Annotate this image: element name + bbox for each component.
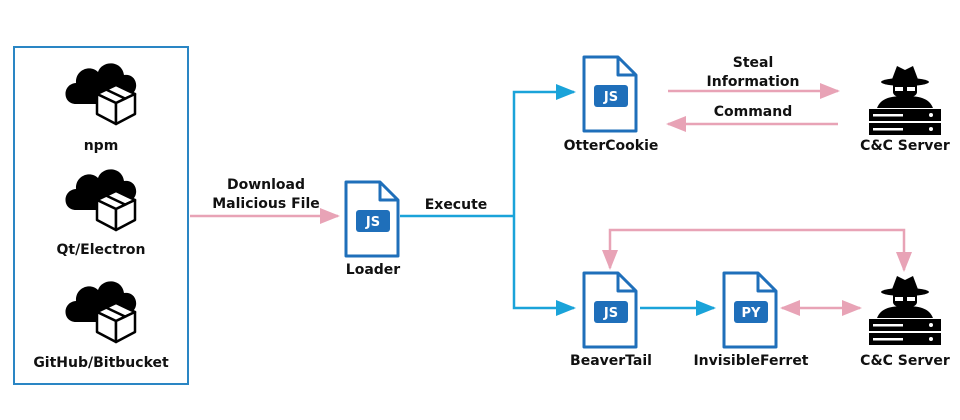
ottercookie-label: OtterCookie: [564, 138, 659, 154]
cc-server-top-label: C&C Server: [860, 138, 950, 154]
source-github-bitbucket-label: GitHub/Bitbucket: [33, 355, 169, 371]
execute-arrow-beavertail: [512, 216, 576, 316]
beavertail-node: JS BeaverTail: [570, 271, 652, 369]
cc-server-bottom-label: C&C Server: [860, 353, 950, 369]
cc-server-bottom: C&C Server: [860, 276, 950, 369]
source-npm: npm: [64, 62, 138, 154]
command-label: Command: [714, 104, 793, 120]
source-qt-electron-label: Qt/Electron: [56, 242, 145, 258]
invisibleferret-node: PY InvisibleFerret: [693, 271, 809, 369]
source-github-bitbucket: GitHub/Bitbucket: [33, 280, 169, 371]
execute-label: Execute: [425, 197, 488, 213]
steal-label-line1: Steal: [733, 55, 774, 71]
loader-node: JS Loader: [344, 180, 401, 278]
hacker-server-icon: [869, 66, 941, 135]
ottercookie-badge: JS: [603, 90, 618, 105]
beavertail-badge: JS: [603, 306, 618, 321]
invisibleferret-label: InvisibleFerret: [693, 353, 808, 369]
download-label-line2: Malicious File: [212, 196, 320, 212]
ottercookie-node: JS OtterCookie: [564, 55, 659, 154]
invisibleferret-badge: PY: [742, 306, 762, 321]
cc-server-top: C&C Server: [860, 66, 950, 154]
loader-badge: JS: [365, 215, 380, 230]
execute-arrow-ottercookie: [512, 84, 576, 216]
steal-label-line2: Information: [707, 74, 800, 90]
download-label-line1: Download: [227, 177, 305, 193]
source-npm-label: npm: [84, 138, 119, 154]
source-qt-electron: Qt/Electron: [56, 168, 146, 258]
beavertail-label: BeaverTail: [570, 353, 652, 369]
hacker-server-icon: [869, 276, 941, 345]
loader-label: Loader: [346, 262, 401, 278]
server-beavertail-loop: [602, 228, 912, 272]
